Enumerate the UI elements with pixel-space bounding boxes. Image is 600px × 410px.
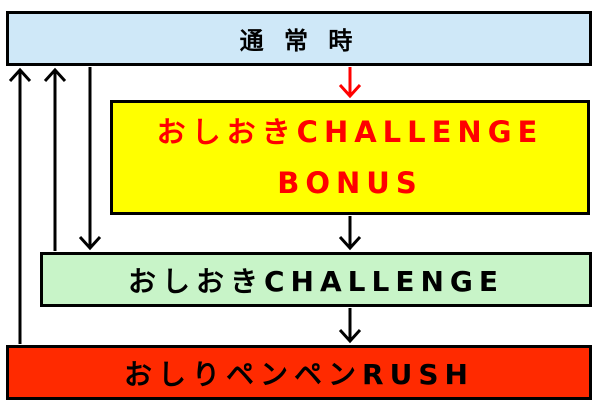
node-challenge-label: おしおきCHALLENGE — [127, 264, 504, 298]
node-bonus-label-line2: BONUS — [277, 165, 423, 200]
arrow-challenge-to-rush — [338, 308, 362, 344]
node-rush-label: おしりペンペンRUSH — [124, 357, 474, 391]
arrow-normal-to-challenge — [78, 67, 102, 251]
node-normal-label: 通 常 時 — [239, 27, 359, 55]
arrow-rush-to-normal — [8, 67, 32, 344]
node-challenge-bonus: おしおきCHALLENGE BONUS — [110, 100, 590, 215]
arrow-challenge-to-normal — [43, 67, 67, 251]
node-bonus-label-line1: おしおきCHALLENGE — [156, 114, 544, 149]
arrow-bonus-to-challenge — [338, 216, 362, 251]
node-rush: おしりペンペンRUSH — [6, 345, 592, 400]
node-challenge: おしおきCHALLENGE — [40, 252, 592, 307]
arrow-normal-to-bonus — [338, 67, 362, 99]
node-normal: 通 常 時 — [6, 11, 592, 66]
